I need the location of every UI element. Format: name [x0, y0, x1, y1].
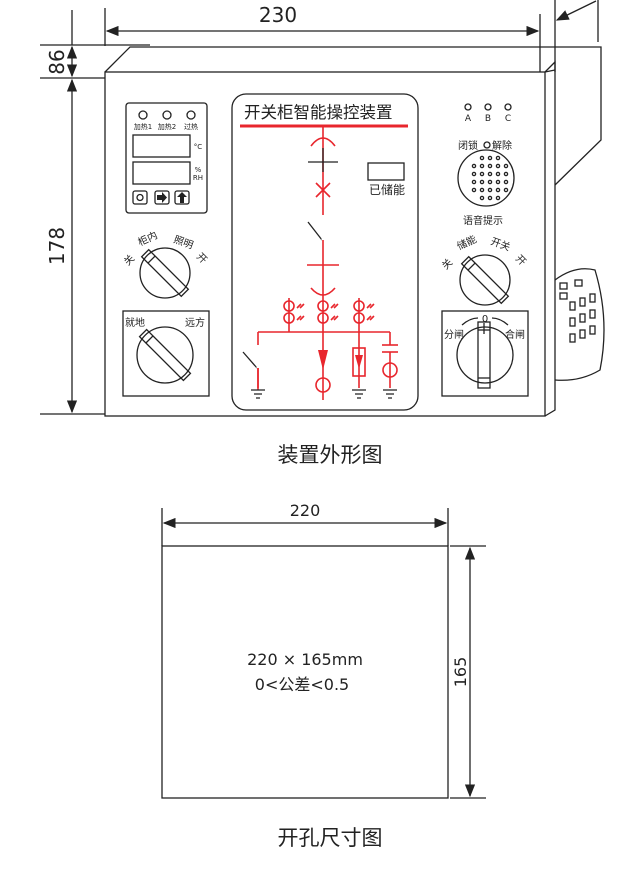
terminal-connector: [554, 268, 605, 381]
speaker-hole: [479, 195, 485, 201]
overheat-label: 过热: [184, 122, 198, 131]
speaker-hole: [487, 155, 493, 161]
width-label: 230: [259, 3, 297, 27]
speaker-hole: [471, 179, 477, 185]
humidity-display: [132, 161, 191, 185]
lock-label: 闭锁: [458, 139, 478, 152]
phase-a-label: A: [465, 114, 472, 124]
zero-label: 0: [482, 314, 488, 325]
charge-off-label: 关: [439, 256, 455, 272]
device-caption: 装置外形图: [278, 443, 383, 467]
open-label: 分闸: [444, 328, 464, 341]
voice-label: 语音提示: [463, 214, 503, 227]
device-body: [104, 46, 605, 417]
charged-label: 已储能: [369, 182, 405, 197]
speaker-hole: [471, 163, 477, 169]
cutout-caption: 开孔尺寸图: [278, 826, 383, 850]
phase-c-label: C: [505, 114, 511, 124]
speaker-hole: [495, 171, 501, 177]
mimic-title: 开关柜智能操控装置: [244, 103, 393, 122]
overheat-led: [186, 110, 196, 120]
lighting-knob[interactable]: 关 柜内 照明 开: [121, 228, 209, 299]
unlock-label: 解除: [492, 139, 512, 152]
up-arrow-icon: [177, 192, 187, 203]
speaker-hole: [495, 179, 501, 185]
speaker-hole: [479, 163, 485, 169]
heater1-label: 加热1: [134, 122, 152, 131]
phase-b-label: B: [485, 114, 491, 124]
right-arrow-button[interactable]: [154, 190, 170, 205]
up-arrow-button[interactable]: [174, 190, 190, 205]
ground-symbols: [251, 389, 397, 399]
local-remote-switch[interactable]: 就地 远方: [122, 310, 210, 397]
cutout-width-label: 220: [290, 501, 321, 520]
speaker-hole: [495, 163, 501, 169]
close-label: 合闸: [505, 328, 525, 341]
light-on-label: 开: [194, 251, 209, 266]
cutout-height-label: 165: [451, 657, 470, 688]
light-off-label: 关: [121, 252, 137, 268]
speaker-hole: [487, 163, 493, 169]
speaker-hole: [495, 195, 501, 201]
temp-unit: °C: [194, 143, 203, 151]
cutout-size: 220 × 165mm: [247, 650, 363, 669]
light-cabinet-label: 柜内: [136, 228, 160, 248]
speaker-hole: [495, 155, 501, 161]
heater2-led: [162, 110, 172, 120]
lock-indicator: 闭锁 解除: [458, 139, 512, 152]
speaker-hole: [503, 179, 509, 185]
speaker-hole: [471, 171, 477, 177]
speaker-hole: [471, 187, 477, 193]
heater1-led: [138, 110, 148, 120]
remote-label: 远方: [185, 316, 205, 329]
charge-on-label: 开: [513, 253, 528, 268]
top-height-label: 86: [45, 49, 69, 74]
temp-display: [132, 134, 191, 158]
height-dimensions: 86 178: [40, 10, 150, 415]
speaker-hole: [495, 187, 501, 193]
charge-storage-label: 储能: [455, 232, 479, 252]
heater2-label: 加热2: [158, 122, 176, 131]
charge-switch-label: 开关: [489, 235, 512, 254]
temp-humidity-controller: 加热1 加热2 过热 °C % RH: [125, 102, 208, 214]
speaker-hole: [503, 171, 509, 177]
charged-indicator: [367, 162, 405, 181]
speaker-hole: [487, 179, 493, 185]
right-arrow-icon: [157, 192, 167, 203]
speaker-hole: [503, 163, 509, 169]
depth-dimension: [554, 0, 599, 72]
speaker-grille: 语音提示: [457, 149, 515, 227]
width-dimension: 230: [104, 3, 541, 72]
speaker-hole: [487, 171, 493, 177]
speaker-hole: [479, 171, 485, 177]
set-button[interactable]: [132, 190, 148, 205]
cutout-tolerance: 0<公差<0.5: [255, 675, 349, 694]
speaker-hole: [479, 155, 485, 161]
phase-indicators: A B C: [464, 103, 512, 124]
speaker-hole: [479, 187, 485, 193]
speaker-hole: [479, 179, 485, 185]
humidity-unit: %: [195, 166, 202, 174]
height-label: 178: [45, 227, 69, 265]
speaker-hole: [487, 187, 493, 193]
cutout-drawing: 220 165 220 × 165mm 0<公差<0.5: [161, 501, 486, 799]
charge-knob[interactable]: 关 储能 开关 开: [439, 232, 528, 306]
speaker-hole: [487, 195, 493, 201]
local-label: 就地: [125, 316, 145, 329]
open-close-switch[interactable]: 0 分闸 合闸: [441, 310, 529, 397]
light-lighting-label: 照明: [172, 234, 195, 252]
mimic-panel: 开关柜智能操控装置: [231, 93, 419, 411]
speaker-hole: [503, 187, 509, 193]
humidity-unit-rh: RH: [193, 174, 203, 182]
